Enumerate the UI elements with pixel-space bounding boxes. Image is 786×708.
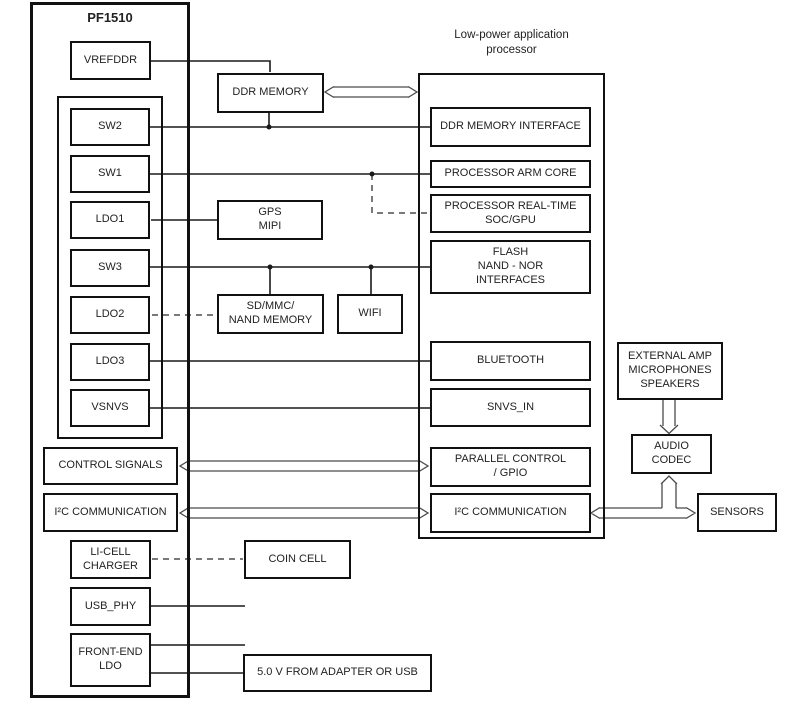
external-amp-block: EXTERNAL AMP MICROPHONES SPEAKERS bbox=[617, 342, 723, 400]
front-end-ldo-label: FRONT-END LDO bbox=[78, 646, 143, 672]
processor-realtime-soc-gpu-label: PROCESSOR REAL-TIME SOC/GPU bbox=[444, 199, 577, 226]
processor-realtime-soc-gpu-block: PROCESSOR REAL-TIME SOC/GPU bbox=[430, 194, 591, 233]
junction-dot bbox=[267, 264, 273, 270]
sw2-label: SW2 bbox=[98, 120, 122, 133]
li-cell-charger-block: LI-CELL CHARGER bbox=[70, 540, 151, 579]
external-amp-label: EXTERNAL AMP MICROPHONES SPEAKERS bbox=[628, 350, 712, 390]
i2c-processor-label: I²C COMMUNICATION bbox=[454, 506, 567, 519]
junction-dot bbox=[369, 171, 375, 177]
sd-mmc-nand-memory-block: SD/MMC/ NAND MEMORY bbox=[217, 294, 324, 334]
gps-mipi-block: GPS MIPI bbox=[217, 200, 323, 240]
sw2-block: SW2 bbox=[70, 108, 150, 146]
pf1510-title: PF1510 bbox=[87, 10, 133, 25]
external-amp-to-audio-codec-arrow bbox=[659, 400, 679, 435]
wifi-block: WIFI bbox=[337, 294, 403, 334]
usb-phy-block: USB_PHY bbox=[70, 587, 151, 626]
audio-codec-block: AUDIO CODEC bbox=[631, 434, 712, 474]
control-signals-label: CONTROL SIGNALS bbox=[58, 459, 163, 472]
processor-title: Low-power application processor bbox=[454, 29, 569, 56]
ldo2-label: LDO2 bbox=[95, 308, 125, 321]
ddr-memory-interface-label: DDR MEMORY INTERFACE bbox=[440, 120, 581, 133]
bluetooth-label: BLUETOOTH bbox=[476, 354, 545, 367]
snvs-in-block: SNVS_IN bbox=[430, 388, 591, 427]
sw3-block: SW3 bbox=[70, 249, 150, 287]
i2c-pmic-label: I²C COMMUNICATION bbox=[54, 505, 167, 518]
sw3-label: SW3 bbox=[98, 261, 122, 274]
junction-dot bbox=[368, 264, 374, 270]
processor-box bbox=[418, 73, 605, 539]
ddr-bidirectional-arrow bbox=[323, 85, 419, 99]
adapter-5v-block: 5.0 V FROM ADAPTER OR USB bbox=[243, 654, 432, 692]
ddr-memory-interface-block: DDR MEMORY INTERFACE bbox=[430, 107, 591, 147]
i2c-bidirectional-arrow bbox=[178, 506, 430, 520]
front-end-ldo-block: FRONT-END LDO bbox=[70, 633, 151, 687]
vrefddr-block: VREFDDR bbox=[70, 41, 151, 80]
sensors-label: SENSORS bbox=[710, 505, 764, 518]
i2c-sensors-bidirectional-arrow bbox=[589, 475, 697, 520]
parallel-control-gpio-label: PARALLEL CONTROL / GPIO bbox=[454, 453, 567, 479]
processor-arm-core-label: PROCESSOR ARM CORE bbox=[444, 167, 577, 180]
junction-dot bbox=[266, 124, 272, 130]
vsnvs-label: VSNVS bbox=[91, 401, 129, 414]
usb-phy-label: USB_PHY bbox=[84, 599, 137, 612]
flash-interfaces-label: FLASH NAND - NOR INTERFACES bbox=[475, 246, 546, 286]
li-cell-charger-label: LI-CELL CHARGER bbox=[82, 545, 138, 572]
coin-cell-block: COIN CELL bbox=[244, 540, 351, 579]
ldo1-label: LDO1 bbox=[95, 213, 125, 226]
gps-mipi-label: GPS MIPI bbox=[258, 206, 282, 232]
wifi-label: WIFI bbox=[358, 307, 382, 320]
bluetooth-block: BLUETOOTH bbox=[430, 341, 591, 381]
i2c-communication-block-processor: I²C COMMUNICATION bbox=[430, 493, 591, 533]
sw1-block: SW1 bbox=[70, 155, 150, 193]
processor-arm-core-block: PROCESSOR ARM CORE bbox=[430, 160, 591, 188]
audio-codec-label: AUDIO CODEC bbox=[651, 440, 692, 466]
ldo3-label: LDO3 bbox=[95, 355, 125, 368]
vrefddr-to-ddr-memory-line bbox=[151, 60, 271, 72]
vsnvs-block: VSNVS bbox=[70, 389, 150, 427]
control-signals-block: CONTROL SIGNALS bbox=[43, 447, 178, 485]
sw1-label: SW1 bbox=[98, 167, 122, 180]
ldo3-block: LDO3 bbox=[70, 343, 150, 381]
ldo2-block: LDO2 bbox=[70, 296, 150, 334]
flash-interfaces-block: FLASH NAND - NOR INTERFACES bbox=[430, 240, 591, 294]
coin-cell-label: COIN CELL bbox=[268, 552, 327, 565]
vrefddr-label: VREFDDR bbox=[83, 53, 138, 66]
adapter-5v-label: 5.0 V FROM ADAPTER OR USB bbox=[257, 666, 418, 679]
pf1510-box bbox=[30, 2, 190, 698]
parallel-control-gpio-block: PARALLEL CONTROL / GPIO bbox=[430, 447, 591, 487]
sw1-dashed-branch-line bbox=[371, 174, 429, 214]
snvs-in-label: SNVS_IN bbox=[486, 400, 535, 413]
i2c-communication-block-pmic: I²C COMMUNICATION bbox=[43, 493, 178, 532]
ddr-memory-block: DDR MEMORY bbox=[217, 73, 324, 113]
sensors-block: SENSORS bbox=[697, 493, 777, 532]
sd-mmc-nand-memory-label: SD/MMC/ NAND MEMORY bbox=[228, 300, 313, 326]
regulator-group-box bbox=[57, 96, 163, 439]
control-signals-bidirectional-arrow bbox=[178, 459, 430, 473]
ldo1-block: LDO1 bbox=[70, 201, 150, 239]
ddr-memory-label: DDR MEMORY bbox=[232, 86, 309, 99]
